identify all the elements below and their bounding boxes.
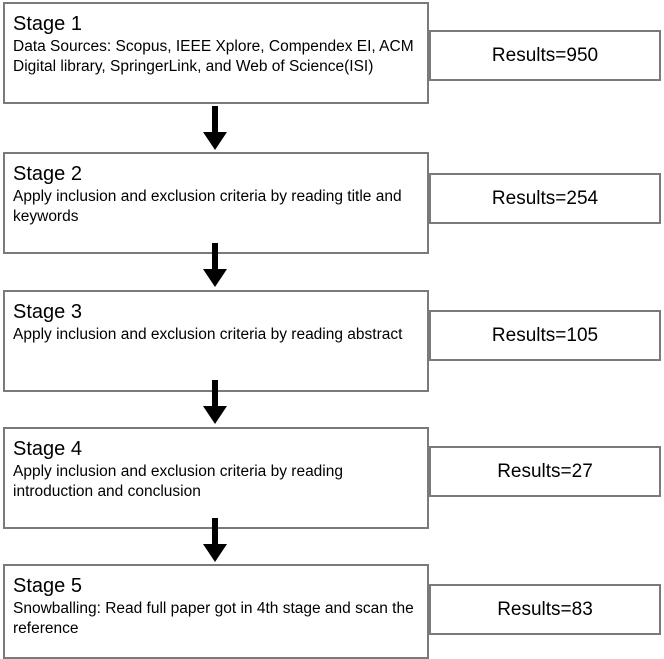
stage-3-title: Stage 3 <box>13 301 82 323</box>
stage-5-description: Snowballing: Read full paper got in 4th … <box>13 600 414 637</box>
arrow-down-icon <box>203 518 227 564</box>
stage-3-result: Results=105 <box>429 310 661 361</box>
stage-4-title: Stage 4 <box>13 438 82 460</box>
stage-3-box: Stage 3 Apply inclusion and exclusion cr… <box>3 290 429 392</box>
stage-2-title: Stage 2 <box>13 163 82 185</box>
stage-4-result: Results=27 <box>429 446 661 497</box>
stage-3-description: Apply inclusion and exclusion criteria b… <box>13 326 403 343</box>
arrow-down-icon <box>203 380 227 426</box>
stage-1-result: Results=950 <box>429 30 661 81</box>
stage-4-description: Apply inclusion and exclusion criteria b… <box>13 463 343 500</box>
stage-5-box: Stage 5 Snowballing: Read full paper got… <box>3 564 429 659</box>
arrow-down-icon <box>203 243 227 289</box>
stage-4-box: Stage 4 Apply inclusion and exclusion cr… <box>3 427 429 529</box>
stage-5-title: Stage 5 <box>13 575 82 597</box>
stage-2-description: Apply inclusion and exclusion criteria b… <box>13 188 402 225</box>
stage-1-box: Stage 1 Data Sources: Scopus, IEEE Xplor… <box>3 2 429 104</box>
stage-5-result: Results=83 <box>429 584 661 635</box>
stage-2-result: Results=254 <box>429 173 661 224</box>
arrow-down-icon <box>203 106 227 152</box>
stage-1-description: Data Sources: Scopus, IEEE Xplore, Compe… <box>13 38 414 75</box>
stage-1-title: Stage 1 <box>13 13 82 35</box>
stage-2-box: Stage 2 Apply inclusion and exclusion cr… <box>3 152 429 254</box>
